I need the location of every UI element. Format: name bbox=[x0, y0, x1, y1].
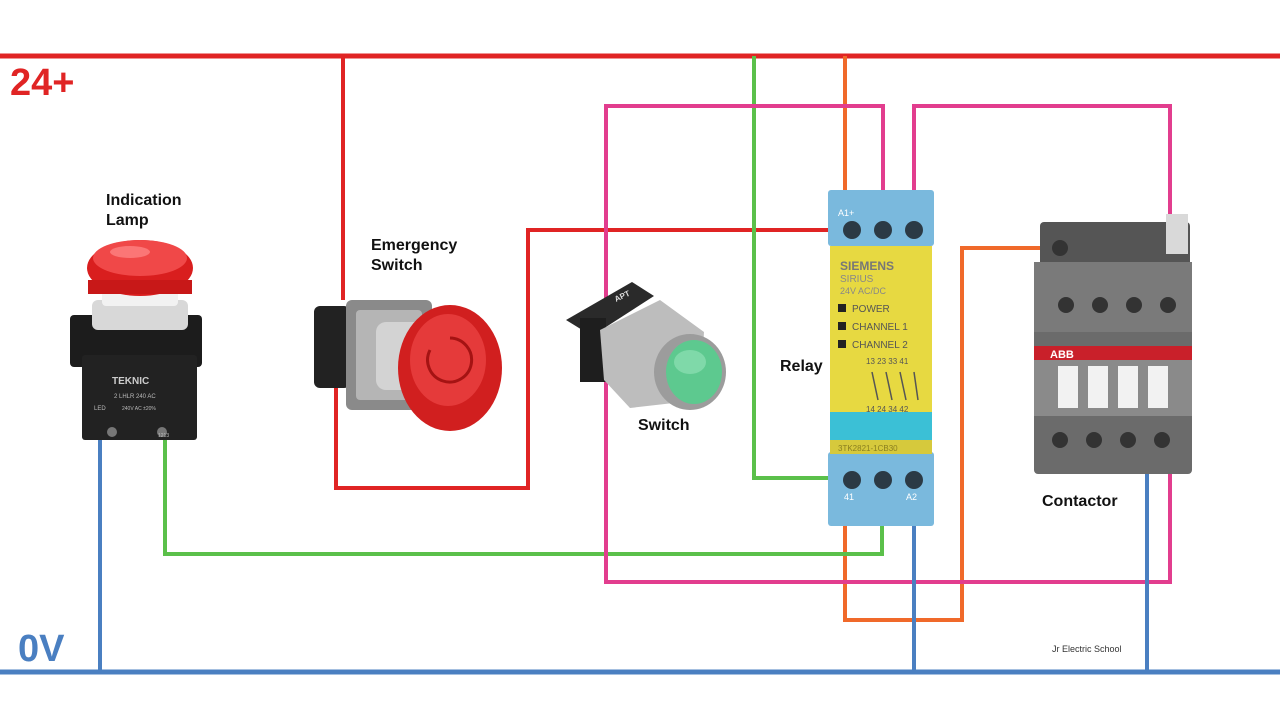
watermark: Jr Electric School bbox=[1052, 644, 1122, 654]
wire-pink-aux bbox=[912, 104, 1172, 305]
wire-red-estop-loop bbox=[334, 228, 852, 490]
lamp-model: 2 LHLR 240 AC bbox=[114, 394, 156, 400]
estop-label: Emergency Switch bbox=[371, 236, 457, 276]
lamp-led-text: LED bbox=[94, 406, 106, 412]
relay-part-no: 3TK2821-1CB30 bbox=[838, 444, 898, 453]
relay-bottom-terminals: 14 24 34 42 bbox=[866, 405, 909, 414]
switch-label: Switch bbox=[638, 417, 690, 434]
indication-lamp bbox=[70, 240, 202, 440]
lamp-label: Indication Lamp bbox=[106, 191, 182, 231]
lamp-label-line2: Lamp bbox=[106, 212, 149, 229]
safety-relay bbox=[828, 190, 934, 526]
emergency-switch bbox=[314, 300, 502, 431]
relay-label: Relay bbox=[780, 358, 823, 375]
zero-rail-label: 0V bbox=[18, 628, 65, 670]
relay-voltage: 24V AC/DC bbox=[840, 286, 887, 296]
relay-terminal-a2: A2 bbox=[906, 492, 917, 502]
contactor-label: Contactor bbox=[1042, 493, 1118, 510]
wire-green-41 bbox=[752, 56, 852, 480]
lamp-label-line1: Indication bbox=[106, 192, 182, 209]
relay-led-power: POWER bbox=[852, 304, 890, 315]
relay-led-ch1: CHANNEL 1 bbox=[852, 322, 908, 333]
relay-terminal-41: 41 bbox=[844, 492, 854, 502]
relay-terminal-a1: A1+ bbox=[838, 208, 854, 218]
wire-green-lamp bbox=[163, 436, 884, 556]
relay-brand: SIEMENS bbox=[840, 259, 894, 273]
relay-led-ch2: CHANNEL 2 bbox=[852, 340, 908, 351]
lamp-brand: TEKNIC bbox=[112, 376, 149, 387]
push-button-switch bbox=[566, 282, 726, 410]
lamp-code: 1213 bbox=[158, 433, 169, 439]
lamp-spec: 240V AC ±20% bbox=[122, 406, 156, 412]
wire-pink-switch bbox=[604, 104, 885, 300]
wire-pink-loop bbox=[604, 380, 1172, 584]
estop-label-line2: Switch bbox=[371, 257, 423, 274]
contactor bbox=[1034, 214, 1192, 474]
relay-top-terminals: 13 23 33 41 bbox=[866, 357, 909, 366]
positive-rail-label: 24+ bbox=[10, 62, 75, 104]
relay-series: SIRIUS bbox=[840, 274, 874, 285]
contactor-brand: ABB bbox=[1050, 349, 1074, 361]
estop-label-line1: Emergency bbox=[371, 237, 458, 254]
